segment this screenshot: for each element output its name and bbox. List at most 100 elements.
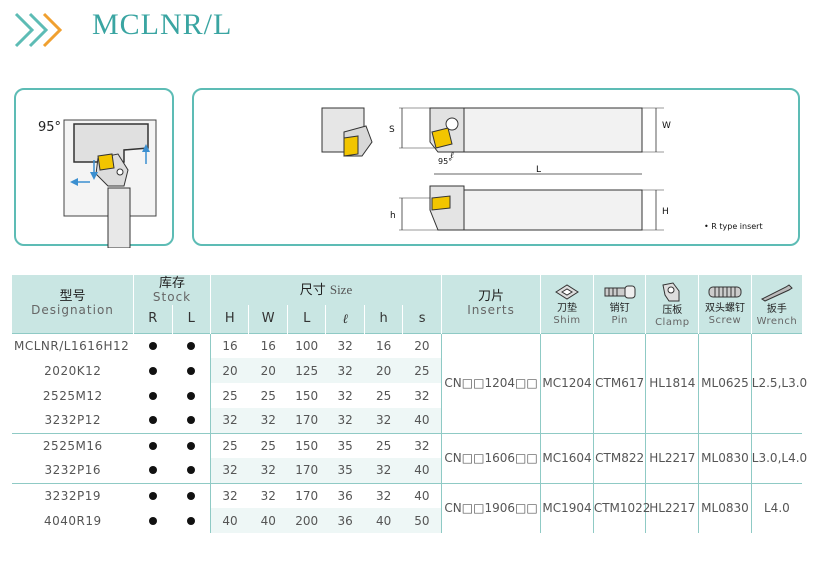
size-ell-cell: 32 xyxy=(325,408,365,433)
stock-r-cell xyxy=(133,332,173,358)
size-header: 尺寸 Size xyxy=(210,275,442,305)
designation-cell: 3232P12 xyxy=(44,413,102,428)
size-W-cell: 32 xyxy=(248,482,288,508)
approach-angle-diagram xyxy=(63,119,157,248)
screw-cell: ML0830 xyxy=(698,482,752,533)
size-s-cell: 32 xyxy=(414,388,430,403)
stock-l-cell xyxy=(172,482,211,508)
size-L-cell: 170 xyxy=(287,408,326,433)
in-stock-dot xyxy=(148,491,157,500)
stock-r-cell xyxy=(134,358,172,383)
table-row: 3232P16 32 32 170 35 32 40 xyxy=(12,458,802,483)
designation-cell: 2020K12 xyxy=(44,363,102,378)
shim-cell: MC1904 xyxy=(540,482,594,533)
size-W-cell: 25 xyxy=(248,432,288,458)
size-s-cell: 40 xyxy=(402,408,442,433)
clamp-header: 压板 Clamp xyxy=(645,275,699,333)
stock-l-cell xyxy=(172,508,210,533)
stock-l-cell xyxy=(172,383,210,408)
table-row: 3232P19 32 32 170 36 32 40 CN□□1906□□ MC… xyxy=(12,482,802,533)
size-s-cell: 40 xyxy=(402,482,442,508)
pin-cell: CTM822 xyxy=(592,432,646,483)
dim-s-label: S xyxy=(389,125,395,135)
clamp-cell: HL1814 xyxy=(645,332,699,433)
screw-header: 双头螺钉 Screw xyxy=(698,275,752,333)
in-stock-dot xyxy=(148,391,157,400)
wrench-cell: L4.0 xyxy=(750,482,802,533)
wrench-icon xyxy=(760,284,793,302)
size-s-header: s xyxy=(402,305,442,333)
in-stock-dot xyxy=(187,491,195,500)
wrench-header: 扳手 Wrench xyxy=(750,275,802,333)
size-h-cell: 32 xyxy=(364,482,403,508)
shim-header: 刀垫 Shim xyxy=(540,275,594,333)
clamp-icon xyxy=(662,282,680,302)
in-stock-dot xyxy=(148,441,157,450)
size-H-header: H xyxy=(209,305,249,333)
size-W-cell: 32 xyxy=(248,458,288,483)
stock-r-cell xyxy=(134,458,172,483)
size-h-cell: 25 xyxy=(364,432,403,458)
designation-cell: 2525M16 xyxy=(12,432,134,458)
in-stock-dot xyxy=(148,466,157,475)
size-ell-header: ℓ xyxy=(325,305,365,333)
size-ell-cell: 36 xyxy=(325,508,365,533)
in-stock-dot xyxy=(187,366,195,375)
size-L-cell: 125 xyxy=(287,358,326,383)
size-s-cell: 32 xyxy=(402,432,442,458)
stock-r-cell xyxy=(134,383,172,408)
size-L-cell: 150 xyxy=(295,388,319,403)
insert-cell: CN□□1906□□ xyxy=(440,482,541,533)
designation-cell: 2525M12 xyxy=(42,388,103,403)
size-H-cell: 32 xyxy=(209,482,249,508)
in-stock-dot xyxy=(187,341,195,350)
size-h-cell: 25 xyxy=(376,388,392,403)
size-h-cell: 40 xyxy=(364,508,403,533)
shim-icon xyxy=(555,284,579,300)
size-h-cell: 16 xyxy=(364,332,403,358)
in-stock-dot xyxy=(187,391,195,400)
size-W-cell: 32 xyxy=(248,408,288,433)
size-ell-cell: 36 xyxy=(325,482,365,508)
table-row: 2525M12 25 25 150 32 25 32 xyxy=(12,383,802,408)
size-W-header: W xyxy=(248,305,288,333)
size-h-cell: 20 xyxy=(364,358,403,383)
size-W-cell: 25 xyxy=(260,388,276,403)
pin-cell: CTM617 xyxy=(592,332,646,433)
in-stock-dot xyxy=(187,466,195,475)
size-h-cell: 32 xyxy=(364,408,403,433)
stock-l-header: L xyxy=(171,305,211,333)
size-h-cell: 32 xyxy=(364,458,403,483)
stock-l-cell xyxy=(172,432,211,458)
stock-r-cell xyxy=(133,432,173,458)
stock-r-header: R xyxy=(133,305,173,333)
r-type-insert-note: • R type insert xyxy=(704,222,763,231)
size-H-cell: 25 xyxy=(209,383,249,408)
size-s-cell: 50 xyxy=(402,508,442,533)
size-H-cell: 25 xyxy=(209,432,249,458)
designation-cell: 4040R19 xyxy=(43,513,102,528)
table-row: 2020K12 20 20 125 32 20 25 xyxy=(12,358,802,383)
insert-cell: CN□□1606□□ xyxy=(440,432,541,483)
screw-icon xyxy=(708,286,742,298)
size-ell-cell: 32 xyxy=(325,358,365,383)
size-L-header: L xyxy=(286,305,326,333)
insert-cell: CN□□1204□□ xyxy=(440,332,541,433)
size-L-cell: 150 xyxy=(287,432,326,458)
angle-diagram-panel: 95° xyxy=(14,88,174,248)
stock-l-cell xyxy=(172,408,210,433)
clamp-cell: HL2217 xyxy=(645,432,699,483)
size-s-cell: 20 xyxy=(402,332,442,358)
table-row: 2525M16 25 25 150 35 25 32 CN□□1606□□ MC… xyxy=(12,432,807,483)
size-ell-cell: 32 xyxy=(337,388,353,403)
dim-angle-label: 95° xyxy=(438,157,452,166)
size-H-cell: 40 xyxy=(209,508,249,533)
size-s-cell: 25 xyxy=(402,358,442,383)
clamp-cell: HL2217 xyxy=(645,482,699,533)
pin-header: 销钉 Pin xyxy=(592,275,646,333)
size-H-cell: 16 xyxy=(209,332,249,358)
tool-holder-dimension-drawing: S W 95° L ℓ h H xyxy=(321,107,671,231)
specification-table: 型号 Designation 库存 Stock 尺寸 Size 刀片 Inser… xyxy=(12,275,807,533)
size-H-cell: 32 xyxy=(209,408,249,433)
dim-h-small-label: h xyxy=(390,211,396,221)
